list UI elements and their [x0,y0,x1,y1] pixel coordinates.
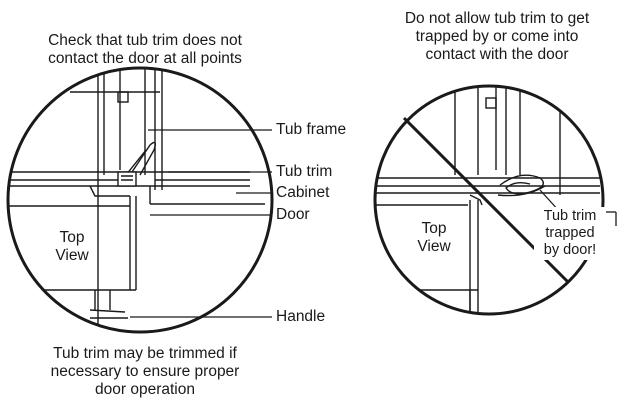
tub-frame-label: Tub frame [276,121,347,138]
right-caption: Do not allow tub trim to get trapped by … [404,10,590,63]
incorrect-installation-detail [373,84,605,316]
left-caption: Check that tub trim does not contact the… [48,32,242,67]
leader-lines-left [130,129,272,318]
top-view-label-right: Top View [417,220,451,255]
tub-trim-label: Tub trim [276,163,333,180]
right-detail-circle-outline [373,84,605,316]
correct-installation-detail [6,66,274,334]
tub-trim-trapped-label: Tub trim trapped by door! [534,207,606,260]
door-label: Door [276,206,310,223]
top-view-label-left: Top View [55,229,89,264]
cabinet-label: Cabinet [276,184,330,201]
left-detail-circle-outline [6,66,274,334]
handle-label: Handle [276,308,326,325]
bottom-caption: Tub trim may be trimmed if necessary to … [50,345,240,398]
